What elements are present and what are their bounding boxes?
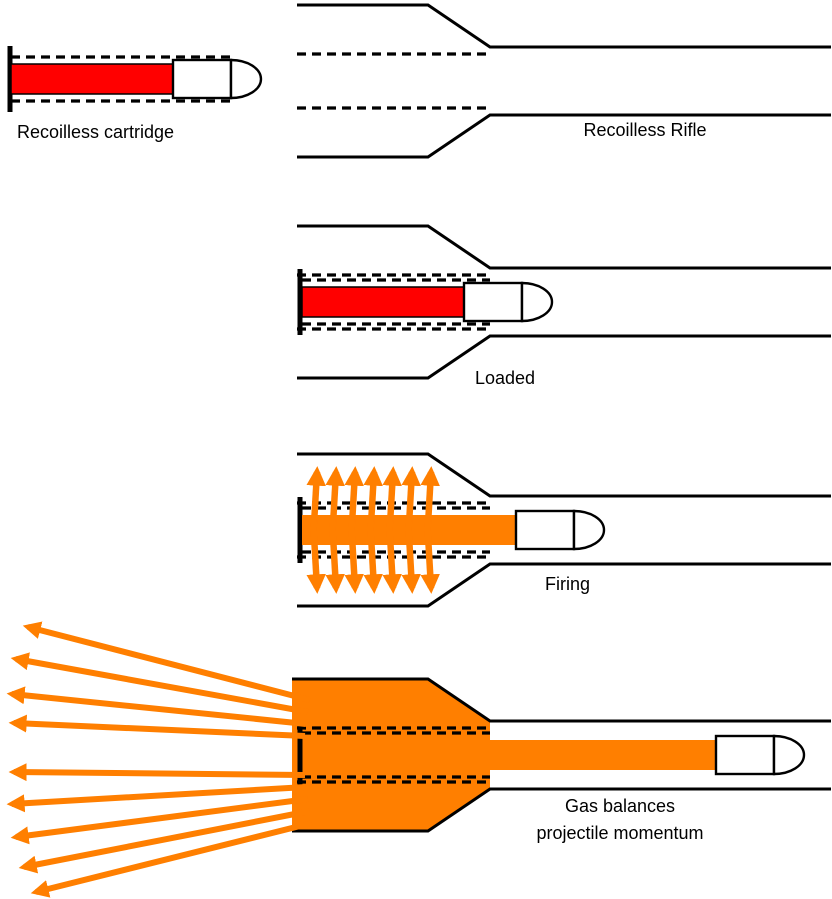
rifle-outline-bottom [297, 562, 831, 608]
rifle-outline-bottom [297, 334, 831, 380]
label-gas-balance: Gas balances projectile momentum [536, 796, 704, 843]
gas-arrow [22, 621, 311, 703]
gas-arrow [325, 517, 345, 594]
rifle-outline-top [292, 677, 831, 723]
gas-arrow [401, 517, 421, 594]
gas-arrow [420, 517, 440, 594]
rifle-outline-top [297, 452, 831, 498]
gas-arrow [18, 808, 311, 874]
gas-arrow [30, 820, 313, 898]
rifle-outline-bottom [292, 787, 831, 833]
projectile-nose [772, 734, 806, 776]
projectile-nose [229, 58, 263, 100]
rifle-outline-top [297, 224, 831, 270]
panel-rifle [297, 3, 831, 159]
gas-arrow [8, 763, 306, 782]
label-recoilless-rifle: Recoilless Rifle [583, 120, 707, 140]
chamber-gas-fill [292, 679, 490, 831]
gas-arrow [10, 652, 309, 715]
gas-arrow [6, 784, 307, 813]
projectile-nose [520, 281, 554, 323]
panel-loaded [297, 224, 831, 380]
panel-balance [6, 621, 831, 898]
cartridge-propellant [301, 286, 467, 318]
gas-arrows-down [306, 517, 440, 594]
cartridge-propellant [10, 63, 176, 95]
gas-arrow [6, 686, 307, 727]
gas-arrow [8, 714, 306, 739]
rifle-outline-bottom [297, 113, 831, 159]
projectile-body [462, 281, 524, 323]
gas-arrow [363, 517, 383, 594]
panel-cartridge [7, 46, 263, 112]
label-firing: Firing [544, 574, 590, 594]
projectile-body [514, 509, 576, 551]
bore-gas-fill [488, 740, 720, 770]
gas-arrow [10, 796, 309, 845]
gas-arrow [306, 517, 326, 594]
projectile-nose [572, 509, 606, 551]
gas-arrow [344, 517, 364, 594]
projectile-body [714, 734, 776, 776]
label-recoilless-cartridge: Recoilless cartridge [17, 122, 175, 142]
gas-arrow [382, 517, 402, 594]
panel-firing [297, 452, 831, 608]
label-loaded: Loaded [474, 368, 536, 388]
projectile-body [171, 58, 233, 100]
backblast-arrows [6, 621, 313, 898]
rifle-outline-top [297, 3, 831, 49]
